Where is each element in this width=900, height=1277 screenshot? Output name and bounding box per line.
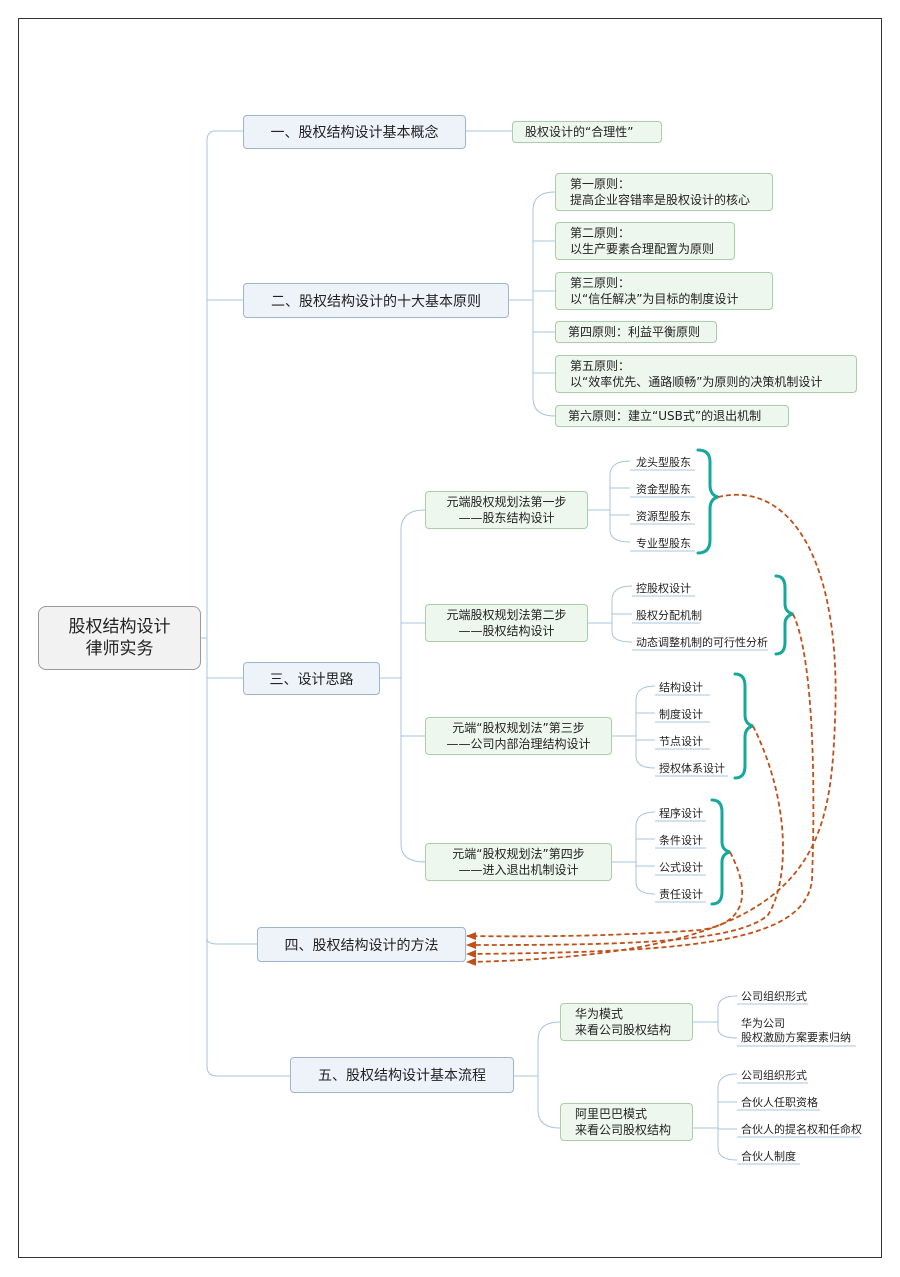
step-2-item-1[interactable]: 控股权设计 <box>636 582 691 595</box>
huawei-model-line2: 来看公司股权结构 <box>575 1023 672 1037</box>
principle-1-line2: 提高企业容错率是股权设计的核心 <box>570 193 751 207</box>
principle-2[interactable]: 第二原则： 以生产要素合理配置为原则 <box>555 222 735 260</box>
step-3-item-4[interactable]: 授权体系设计 <box>659 762 725 775</box>
root-title-line2: 律师实务 <box>85 639 154 659</box>
principle-4[interactable]: 第四原则：利益平衡原则 <box>555 321 717 343</box>
page-frame <box>18 18 882 1258</box>
step-1-item-1[interactable]: 龙头型股东 <box>636 456 691 469</box>
huawei-item-2[interactable]: 华为公司 股权激励方案要素归纳 <box>741 1017 851 1045</box>
step-3-line1: 元端“股权规划法”第三步 <box>452 721 585 735</box>
principle-3[interactable]: 第三原则： 以“信任解决”为目标的制度设计 <box>555 272 773 310</box>
alibaba-model-line1: 阿里巴巴模式 <box>575 1107 648 1121</box>
alibaba-item-1[interactable]: 公司组织形式 <box>741 1069 807 1082</box>
alibaba-item-2[interactable]: 合伙人任职资格 <box>741 1096 818 1109</box>
alibaba-item-3[interactable]: 合伙人的提名权和任命权 <box>741 1123 862 1136</box>
branch-3-node[interactable]: 三、设计思路 <box>243 662 380 695</box>
branch-1-node[interactable]: 一、股权结构设计基本概念 <box>243 115 466 149</box>
principle-4-line1: 第四原则：利益平衡原则 <box>568 325 701 339</box>
arrow-step4 <box>466 851 744 941</box>
step-4-item-2[interactable]: 条件设计 <box>659 834 703 847</box>
step-2-line2: ——股权结构设计 <box>458 624 555 638</box>
step-1-line2: ——股东结构设计 <box>458 511 555 525</box>
step-3-node[interactable]: 元端“股权规划法”第三步 ——公司内部治理结构设计 <box>425 717 612 755</box>
branch-5-node[interactable]: 五、股权结构设计基本流程 <box>290 1057 514 1093</box>
step-2-line1: 元端股权规划法第二步 <box>446 608 567 622</box>
step-1-item-3[interactable]: 资源型股东 <box>636 510 691 523</box>
branch-1-child[interactable]: 股权设计的“合理性” <box>512 121 662 143</box>
arrow-step3 <box>466 725 784 949</box>
arrow-step2 <box>466 613 815 958</box>
step-4-line1: 元端“股权规划法”第四步 <box>452 847 585 861</box>
huawei-model-node[interactable]: 华为模式 来看公司股权结构 <box>560 1003 693 1041</box>
alibaba-model-line2: 来看公司股权结构 <box>575 1123 672 1137</box>
step-4-item-4[interactable]: 责任设计 <box>659 888 703 901</box>
branch-2-node[interactable]: 二、股权结构设计的十大基本原则 <box>243 283 509 318</box>
principle-5-line2: 以“效率优先、通路顺畅”为原则的决策机制设计 <box>570 375 823 389</box>
root-title-line1: 股权结构设计 <box>68 617 171 637</box>
principle-5-line1: 第五原则： <box>570 359 631 373</box>
principle-6[interactable]: 第六原则：建立“USB式”的退出机制 <box>555 405 789 427</box>
principle-5[interactable]: 第五原则： 以“效率优先、通路顺畅”为原则的决策机制设计 <box>555 355 857 393</box>
huawei-item-2-line2: 股权激励方案要素归纳 <box>741 1031 851 1044</box>
brace-step2 <box>774 574 794 656</box>
step-1-item-2[interactable]: 资金型股东 <box>636 483 691 496</box>
huawei-item-2-line1: 华为公司 <box>741 1017 785 1030</box>
step-3-item-2[interactable]: 制度设计 <box>659 708 703 721</box>
step-1-line1: 元端股权规划法第一步 <box>446 495 567 509</box>
principle-3-line2: 以“信任解决”为目标的制度设计 <box>570 292 739 306</box>
brace-step1 <box>696 448 719 555</box>
step-2-item-3[interactable]: 动态调整机制的可行性分析 <box>636 636 768 649</box>
step-2-node[interactable]: 元端股权规划法第二步 ——股权结构设计 <box>425 604 588 642</box>
step-4-item-1[interactable]: 程序设计 <box>659 807 703 820</box>
step-2-item-2[interactable]: 股权分配机制 <box>636 609 702 622</box>
step-4-node[interactable]: 元端“股权规划法”第四步 ——进入退出机制设计 <box>425 843 612 881</box>
huawei-item-1[interactable]: 公司组织形式 <box>741 990 807 1003</box>
step-3-item-3[interactable]: 节点设计 <box>659 735 703 748</box>
brace-step3 <box>733 672 754 780</box>
principle-2-line2: 以生产要素合理配置为原则 <box>570 242 715 256</box>
step-3-line2: ——公司内部治理结构设计 <box>446 737 591 751</box>
step-3-item-1[interactable]: 结构设计 <box>659 681 703 694</box>
step-1-item-4[interactable]: 专业型股东 <box>636 537 691 550</box>
root-node[interactable]: 股权结构设计 律师实务 <box>38 606 201 670</box>
step-1-node[interactable]: 元端股权规划法第一步 ——股东结构设计 <box>425 491 588 529</box>
principle-2-line1: 第二原则： <box>570 226 631 240</box>
principle-1[interactable]: 第一原则： 提高企业容错率是股权设计的核心 <box>555 173 773 211</box>
principle-1-line1: 第一原则： <box>570 177 631 191</box>
brace-step4 <box>710 798 731 906</box>
arrow-step1 <box>466 493 837 966</box>
branch-4-node[interactable]: 四、股权结构设计的方法 <box>257 927 466 962</box>
principle-6-line1: 第六原则：建立“USB式”的退出机制 <box>568 409 762 423</box>
step-4-item-3[interactable]: 公式设计 <box>659 861 703 874</box>
huawei-model-line1: 华为模式 <box>575 1007 624 1021</box>
step-4-line2: ——进入退出机制设计 <box>458 863 579 877</box>
alibaba-item-4[interactable]: 合伙人制度 <box>741 1150 796 1163</box>
alibaba-model-node[interactable]: 阿里巴巴模式 来看公司股权结构 <box>560 1103 693 1141</box>
principle-3-line1: 第三原则： <box>570 276 631 290</box>
connector-spine <box>206 130 218 1077</box>
